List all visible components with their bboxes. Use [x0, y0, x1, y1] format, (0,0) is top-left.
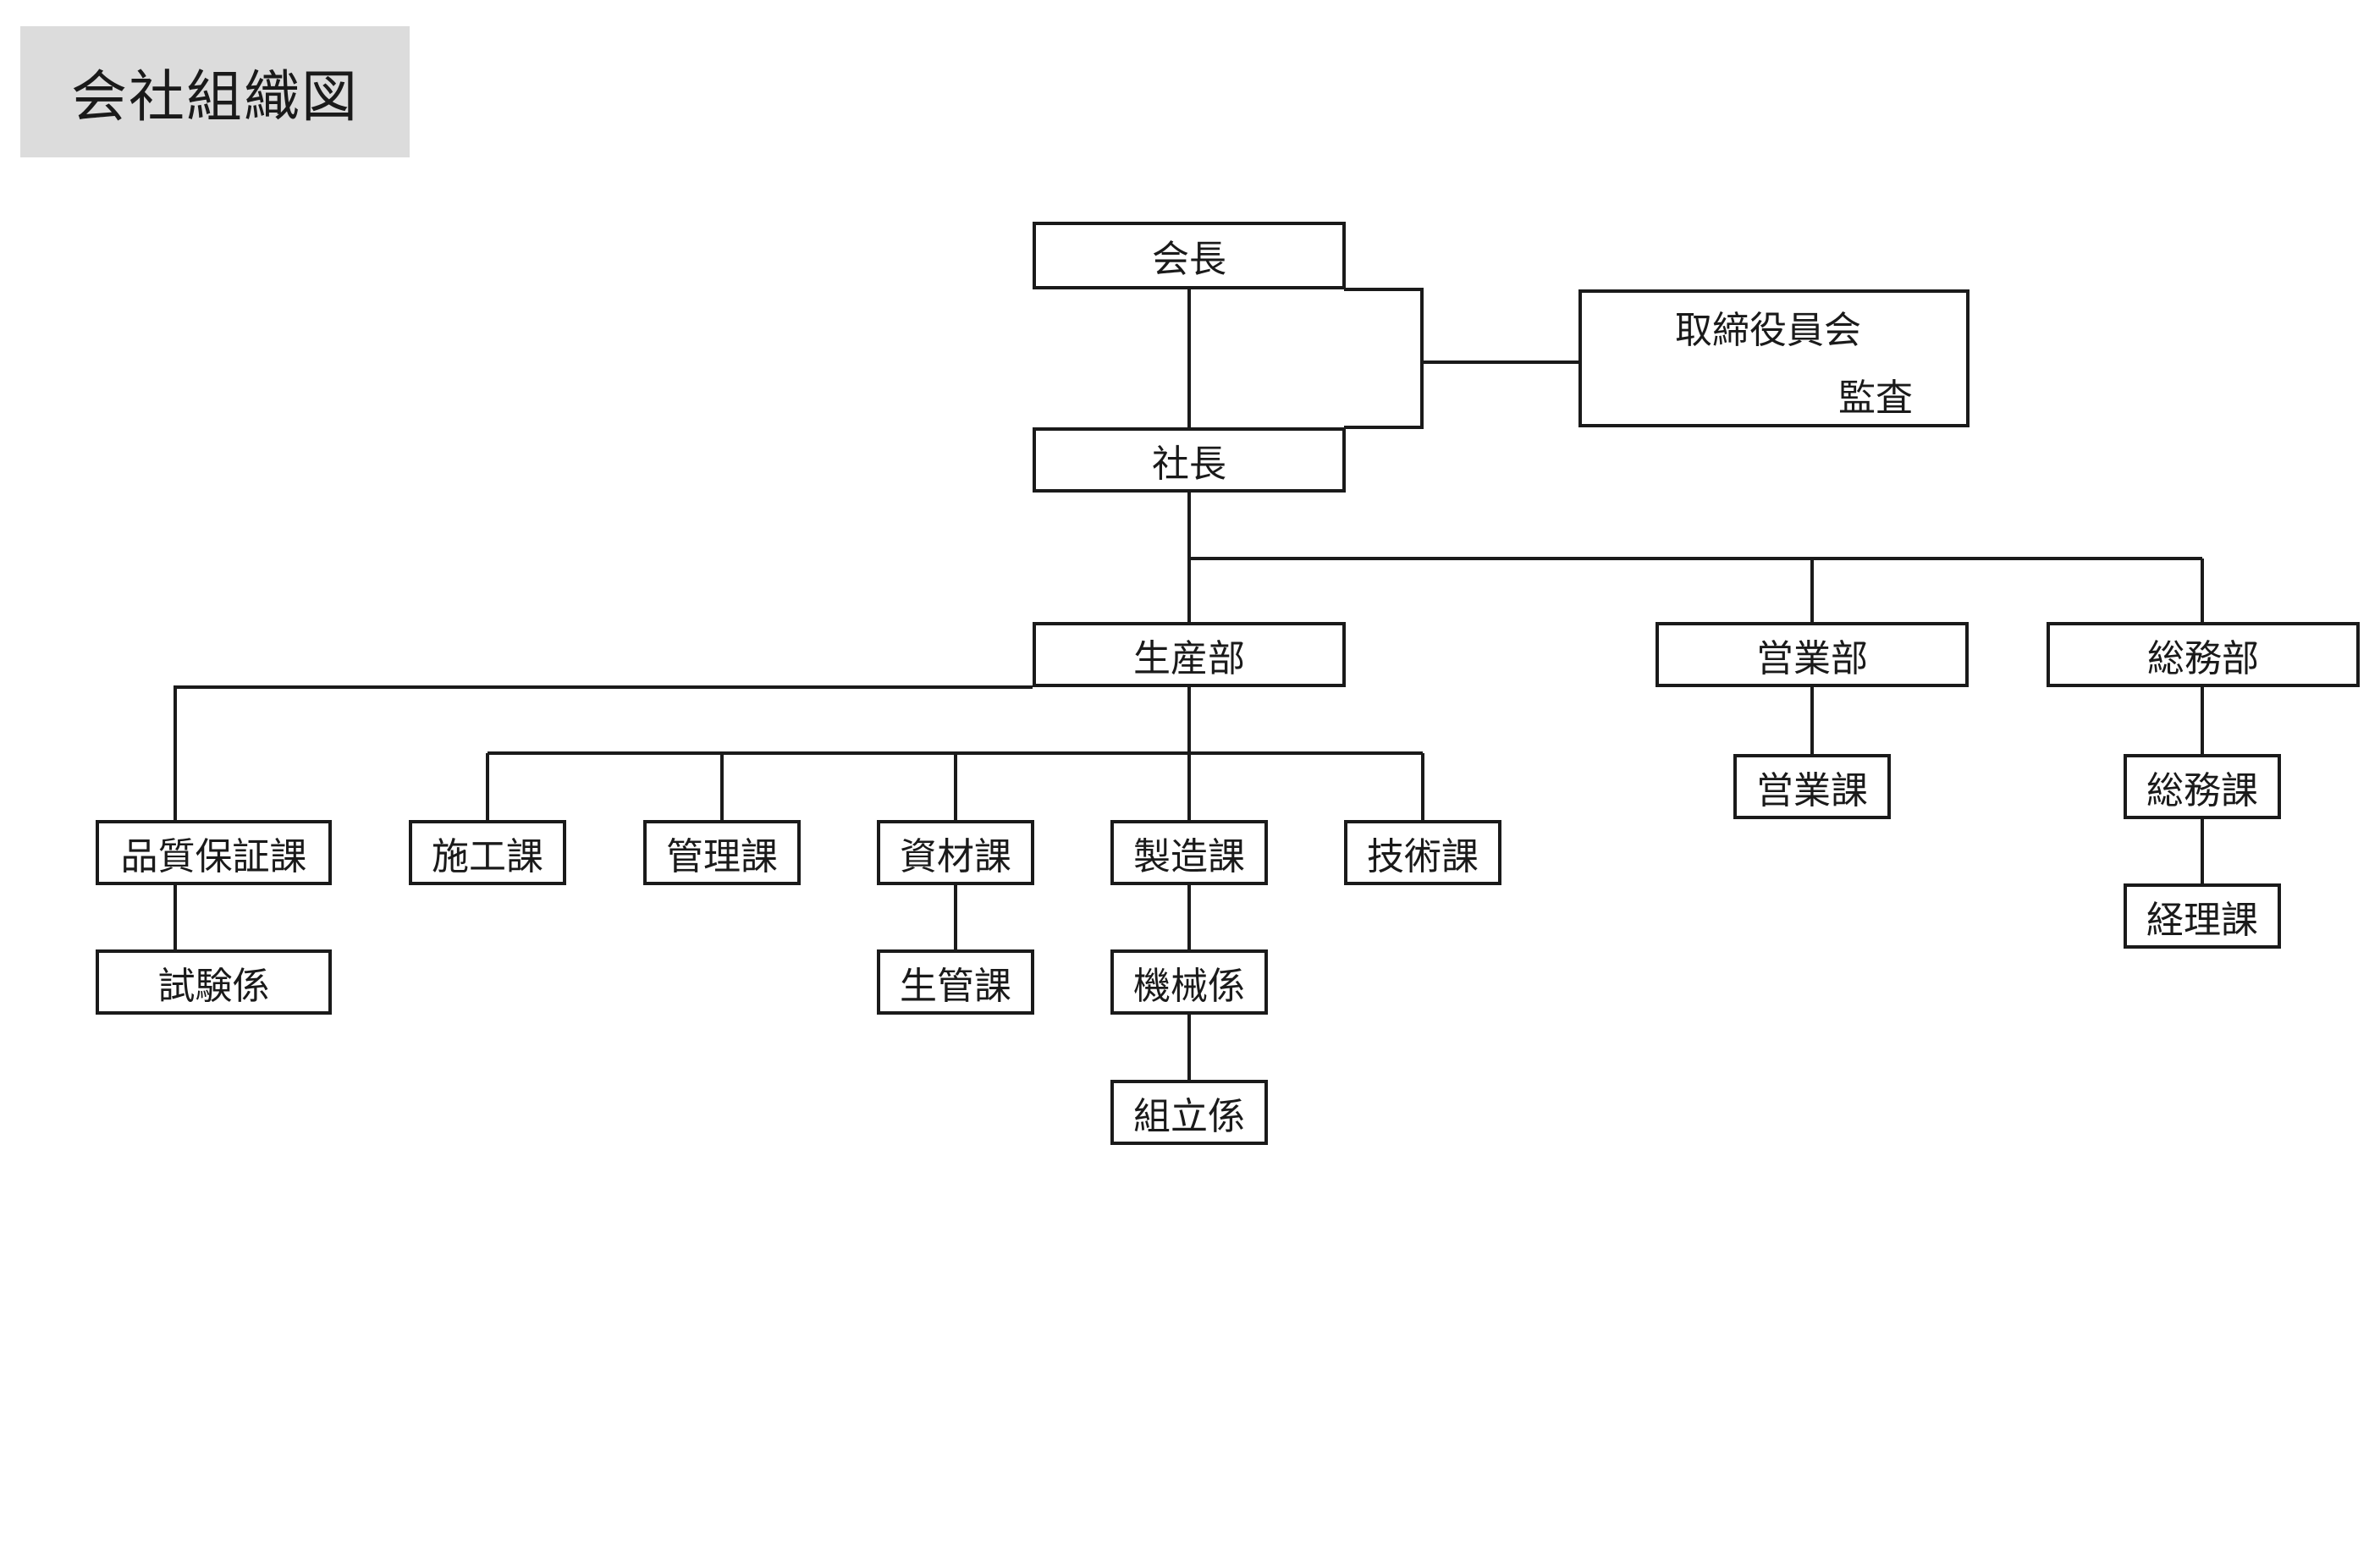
box-quality-assurance: 品質保証課 — [96, 820, 332, 885]
box-testing: 試験係 — [96, 949, 332, 1015]
box-machinery: 機械係 — [1110, 949, 1268, 1015]
box-chairman: 会長 — [1033, 222, 1346, 289]
connector-to-quality-assurance — [174, 685, 1033, 820]
box-sales-section: 営業課 — [1733, 754, 1891, 819]
box-accounting: 経理課 — [2124, 883, 2281, 949]
connector-chairman-board-bracket — [1344, 288, 1424, 429]
box-production-dept: 生産部 — [1033, 622, 1346, 687]
box-general-affairs-dept: 総務部 — [2047, 622, 2360, 687]
box-manufacturing: 製造課 — [1110, 820, 1268, 885]
box-management: 管理課 — [643, 820, 801, 885]
box-materials: 資材課 — [877, 820, 1034, 885]
board-sub: 監査 — [1838, 377, 1913, 420]
box-sales-dept: 営業部 — [1656, 622, 1969, 687]
diagram-title-panel: 会社組織図 — [20, 26, 410, 157]
box-production-control: 生管課 — [877, 949, 1034, 1015]
box-president: 社長 — [1033, 427, 1346, 493]
box-board-of-directors: 取締役員会 監査 — [1578, 289, 1970, 427]
board-name: 取締役員会 — [1675, 309, 1861, 352]
diagram-title: 会社組織図 — [71, 63, 359, 129]
box-construction: 施工課 — [409, 820, 566, 885]
box-assembly: 組立係 — [1110, 1080, 1268, 1145]
box-engineering: 技術課 — [1344, 820, 1501, 885]
box-general-affairs-section: 総務課 — [2124, 754, 2281, 819]
